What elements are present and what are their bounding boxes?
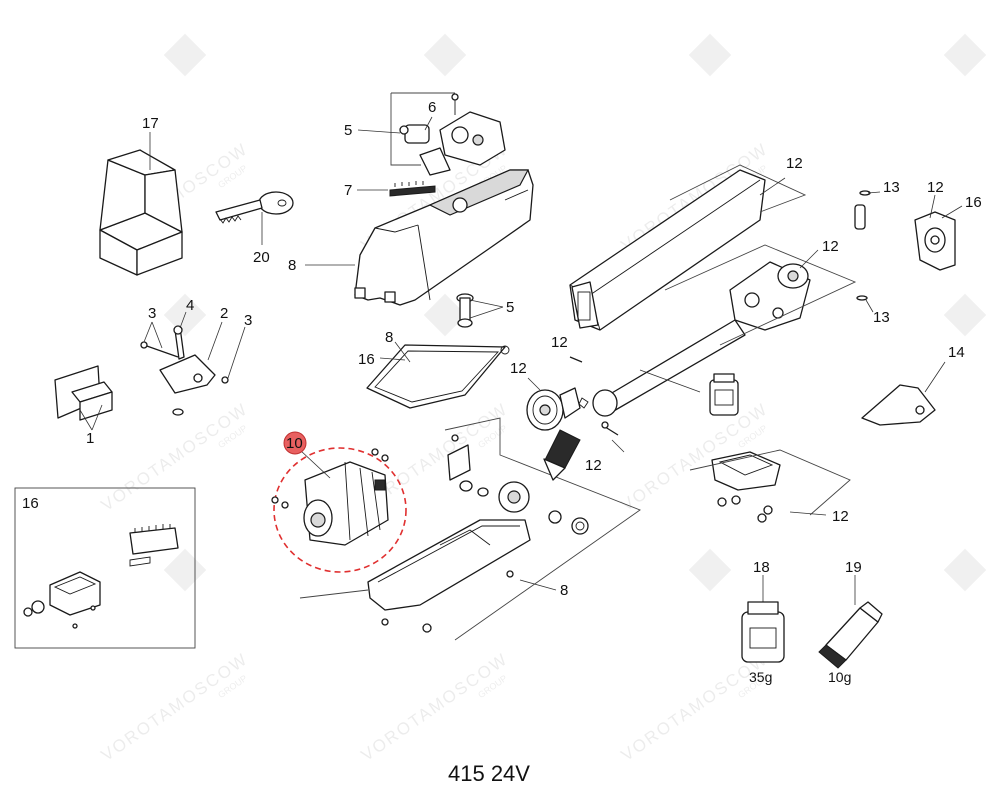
part-17-box: 17 (99, 115, 183, 276)
callout-12-pin: 12 (551, 334, 568, 351)
callout-12-pin-lower: 12 (585, 457, 602, 474)
part-1-4-front-bracket: 1 3 4 2 3 (54, 297, 252, 447)
callout-17: 17 (142, 115, 159, 132)
callout-18: 18 (753, 559, 770, 576)
part-12-actuator-tube: 12 (569, 155, 807, 331)
callout-3-left: 3 (148, 305, 156, 322)
part-10-motor: 10 (271, 431, 407, 573)
tube-qty: 10g (828, 669, 851, 685)
callout-12-bracket: 12 (832, 508, 849, 525)
callout-8-gasket: 8 (385, 329, 393, 346)
part-16-electronics-kit: 16 (14, 487, 196, 649)
grease-jar-small (709, 373, 739, 416)
part-8-gasket: 8 16 (358, 329, 510, 409)
part-12-bracket: 12 (689, 449, 851, 525)
callout-8-cover: 8 (288, 257, 296, 274)
grease-qty: 35g (749, 669, 772, 685)
part-12-16-rear-bracket: 12 16 (914, 179, 982, 271)
callout-2: 2 (220, 305, 228, 322)
part-18-grease-jar: 18 35g (741, 559, 785, 685)
part-12-pins: 12 12 (551, 334, 625, 474)
callout-5-pin: 5 (506, 299, 514, 316)
callout-7: 7 (344, 182, 352, 199)
watermark-text: VOROTAMOSCOW (618, 649, 772, 765)
callout-12-gear: 12 (510, 360, 527, 377)
grease-tube-small (543, 429, 581, 481)
part-5-6-release-assembly: 5 6 (344, 92, 506, 176)
callout-16-box: 16 (22, 495, 39, 512)
callout-12-tube: 12 (786, 155, 803, 172)
part-14-rear-plate: 14 (861, 344, 965, 426)
callout-8-base: 8 (560, 582, 568, 599)
part-8-cover: 8 (288, 169, 534, 306)
model-label: 415 24V (448, 761, 530, 786)
part-19-grease-tube: 19 10g (818, 559, 883, 685)
part-12-gear: 12 (510, 360, 581, 431)
callout-3-right: 3 (244, 312, 252, 329)
part-12-screw-assembly: 12 (578, 238, 857, 417)
callout-5-top: 5 (344, 122, 352, 139)
callout-13-bottom: 13 (873, 309, 890, 326)
callout-16-rear: 16 (965, 194, 982, 211)
callout-1: 1 (86, 430, 94, 447)
callout-6: 6 (428, 99, 436, 116)
part-7-terminal: 7 (344, 181, 436, 199)
callout-10-badge (283, 431, 307, 455)
part-5-pin: 5 (456, 293, 514, 328)
callout-20: 20 (253, 249, 270, 266)
callout-19: 19 (845, 559, 862, 576)
callout-4: 4 (186, 297, 194, 314)
callout-16-gasket: 16 (358, 351, 375, 368)
callout-10: 10 (286, 435, 303, 452)
watermark-text: VOROTAMOSCOW (98, 399, 252, 515)
callout-14: 14 (948, 344, 965, 361)
watermark-text: VOROTAMOSCOW (98, 649, 252, 765)
callout-13-top: 13 (883, 179, 900, 196)
callout-12-rear: 12 (927, 179, 944, 196)
watermark-text: VOROTAMOSCOW (358, 649, 512, 765)
part-20-key: 20 (215, 191, 294, 266)
part-8-base: 8 (299, 417, 641, 641)
highlight-circle (273, 447, 407, 573)
part-13-pin: 13 13 (854, 179, 900, 326)
callout-12-screw: 12 (822, 238, 839, 255)
